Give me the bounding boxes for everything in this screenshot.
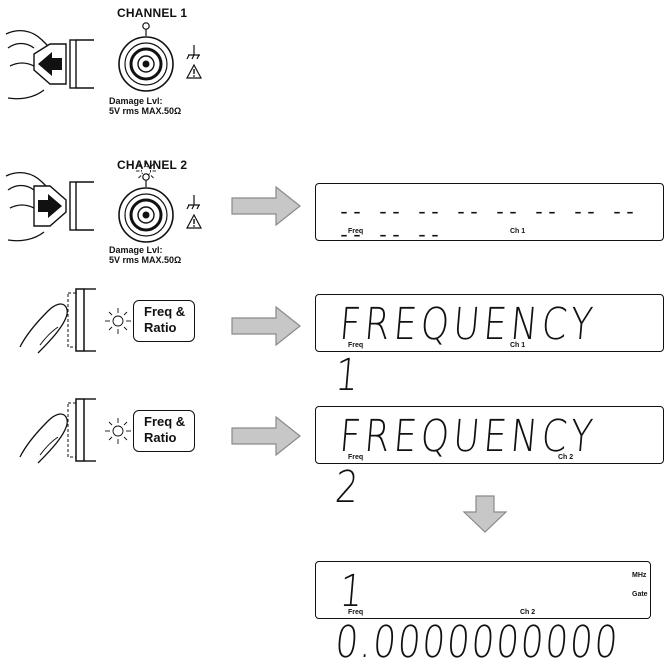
freq-annunciator: Freq bbox=[348, 228, 364, 235]
finger-pressing-key-icon bbox=[19, 288, 96, 354]
display-frequency-2: FREQUENCY 2 Freq Ch 2 bbox=[315, 406, 664, 513]
bnc-connector-icon bbox=[118, 22, 174, 92]
down-arrow-icon bbox=[462, 495, 508, 533]
freq-annunciator: Freq bbox=[348, 342, 364, 349]
channel-annunciator: Ch 1 bbox=[510, 342, 526, 349]
right-arrow-icon bbox=[231, 185, 301, 227]
display-ch1-dashes: -- -- -- -- -- -- -- -- -- -- -- Freq Ch… bbox=[315, 183, 664, 248]
display-frequency-1: FREQUENCY 1 Freq Ch 1 bbox=[315, 294, 664, 401]
display-text: 1 0.0000000000 bbox=[333, 566, 622, 668]
channel-2-damage-level: Damage Lvl: 5V rms MAX.50Ω bbox=[109, 245, 182, 265]
button-label-line-2: Ratio bbox=[144, 320, 177, 335]
freq-annunciator: Freq bbox=[348, 609, 364, 616]
ground-icon bbox=[186, 195, 200, 210]
ground-icon bbox=[186, 45, 200, 60]
bnc-connector-icon bbox=[118, 173, 174, 243]
right-arrow-icon bbox=[231, 415, 301, 457]
unit-annunciator: MHz bbox=[632, 572, 647, 579]
channel-annunciator: Ch 1 bbox=[510, 228, 526, 235]
hand-pressing-input-icon bbox=[5, 171, 94, 242]
button-label-line-1: Freq & bbox=[144, 304, 186, 319]
light-burst-icon bbox=[105, 418, 131, 444]
channel-1-title: CHANNEL 1 bbox=[117, 6, 188, 20]
hand-pressing-input-icon bbox=[5, 29, 94, 100]
freq-annunciator: Freq bbox=[348, 454, 364, 461]
freq-ratio-button[interactable]: Freq & Ratio bbox=[133, 410, 195, 452]
channel-annunciator: Ch 2 bbox=[558, 454, 574, 461]
display-text: -- -- -- -- -- -- -- -- -- -- -- bbox=[338, 202, 638, 248]
display-frequency-reading: 1 0.0000000000 MHz Gate Freq Ch 2 bbox=[315, 561, 651, 668]
button-label-line-2: Ratio bbox=[144, 430, 177, 445]
display-text: FREQUENCY 1 bbox=[333, 299, 599, 401]
light-burst-icon bbox=[105, 308, 131, 334]
right-arrow-icon bbox=[231, 305, 301, 347]
warning-icon bbox=[186, 64, 202, 79]
finger-pressing-key-icon bbox=[19, 398, 96, 464]
freq-ratio-button[interactable]: Freq & Ratio bbox=[133, 300, 195, 342]
channel-annunciator: Ch 2 bbox=[520, 609, 536, 616]
gate-annunciator: Gate bbox=[632, 591, 648, 598]
button-label-line-1: Freq & bbox=[144, 414, 186, 429]
warning-icon bbox=[186, 214, 202, 229]
channel-1-damage-level: Damage Lvl: 5V rms MAX.50Ω bbox=[109, 96, 182, 116]
